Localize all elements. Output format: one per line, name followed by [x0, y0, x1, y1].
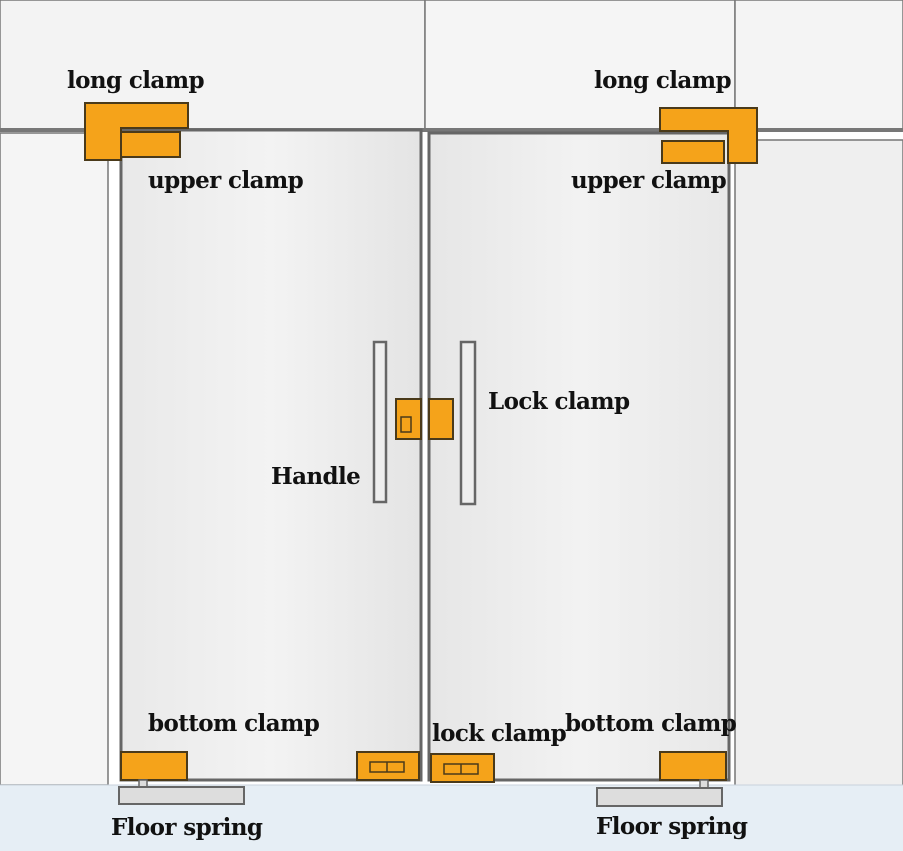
right-door-glass	[427, 131, 731, 782]
label-lock-clamp-upper: Lock clamp	[488, 388, 630, 415]
lower-lock-clamp-left	[356, 751, 420, 781]
label-floor-spring-left: Floor spring	[111, 814, 263, 841]
floor-spring-pivot-right	[699, 779, 709, 789]
label-long-clamp-right: long clamp	[594, 67, 731, 94]
bottom-clamp-left	[120, 751, 188, 781]
transom-beam	[0, 128, 903, 132]
label-lock-clamp-lower: lock clamp	[432, 720, 567, 747]
upper-clamp-right	[661, 140, 725, 164]
label-upper-clamp-left: upper clamp	[148, 167, 304, 194]
right-handle-bar	[459, 340, 477, 506]
lock-clamp-left-part	[395, 398, 422, 440]
left-door-glass	[119, 128, 423, 782]
left-side-panel	[0, 132, 109, 786]
label-long-clamp-left: long clamp	[67, 67, 204, 94]
left-handle-bar	[372, 340, 388, 504]
label-bottom-clamp-right: bottom clamp	[565, 710, 737, 737]
upper-clamp-left	[120, 131, 181, 158]
floor-spring-left	[118, 786, 245, 805]
label-bottom-clamp-left: bottom clamp	[148, 710, 320, 737]
upper-left-panel	[0, 0, 426, 131]
label-handle: Handle	[271, 463, 360, 490]
floor-spring-right	[596, 787, 723, 807]
right-side-panel	[734, 139, 903, 793]
long-clamp-left	[84, 102, 189, 161]
bottom-clamp-right	[659, 751, 727, 781]
label-floor-spring-right: Floor spring	[596, 813, 748, 840]
upper-right-panel	[734, 0, 903, 131]
lock-keyhole	[400, 416, 412, 433]
lock-clamp-right-part	[428, 398, 454, 440]
label-upper-clamp-right: upper clamp	[571, 167, 727, 194]
long-clamp-right	[659, 107, 758, 164]
lower-lock-clamp-right	[430, 753, 495, 783]
